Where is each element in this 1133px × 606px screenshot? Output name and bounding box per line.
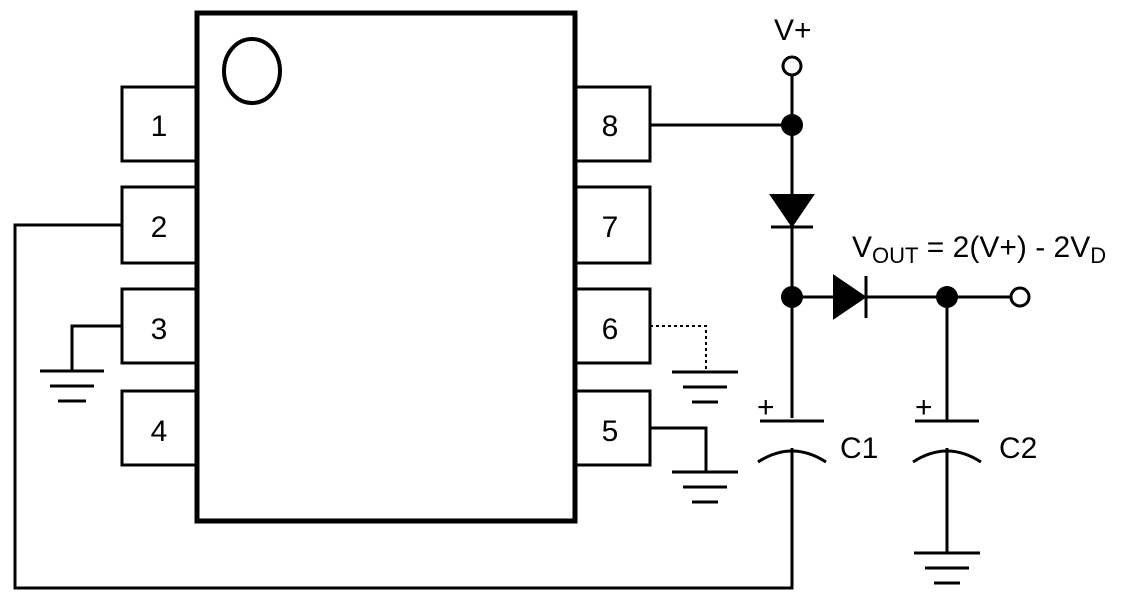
ic-package-body (194, 10, 578, 524)
diode-d2 (833, 274, 868, 320)
ground-symbol-pin3 (40, 369, 104, 403)
capacitor-c1 (757, 419, 827, 464)
pin-8: 8 (573, 85, 652, 163)
pin-5: 5 (573, 389, 652, 467)
c1-plus: + (757, 391, 775, 424)
supply-terminal (781, 55, 803, 77)
output-terminal (1009, 286, 1031, 308)
wire-pin3-ground (70, 324, 122, 370)
pin-7-label: 7 (602, 211, 619, 244)
pin-2-label: 2 (151, 211, 168, 244)
wire-pin2-to-c1 (13, 223, 794, 590)
wire-pin5-ground (650, 426, 708, 471)
pin1-indicator-notch (222, 37, 282, 105)
pin-5-label: 5 (602, 415, 619, 448)
ground-symbol-pin6 (672, 370, 738, 404)
pin-8-label: 8 (602, 110, 619, 143)
c2-label: C2 (999, 432, 1037, 465)
wire-pin6-optional-ground (650, 325, 707, 371)
supply-label: V+ (774, 14, 812, 47)
vout-main: V (852, 231, 872, 264)
vout-subscript: OUT (872, 243, 918, 268)
ground-symbol-pin5 (672, 470, 738, 504)
pin-3: 3 (120, 287, 199, 365)
pin-6-label: 6 (602, 313, 619, 346)
c2-plus: + (915, 391, 933, 424)
pin-2: 2 (120, 185, 199, 265)
c1-label: C1 (840, 432, 878, 465)
pin-1: 1 (120, 85, 199, 163)
vout-equation: VOUT = 2(V+) - 2VD (852, 231, 1106, 268)
pin-1-label: 1 (151, 110, 168, 143)
vout-expression: = 2(V+) - 2V (918, 231, 1090, 264)
vout-subscript-d: D (1090, 243, 1106, 268)
ground-symbol-c2 (914, 551, 980, 585)
pin-6: 6 (573, 287, 652, 365)
pin-4: 4 (120, 389, 199, 467)
junction-supply (781, 114, 803, 136)
pin-4-label: 4 (151, 415, 168, 448)
pin-3-label: 3 (151, 313, 168, 346)
diode-d1 (769, 194, 815, 229)
pin-7: 7 (573, 185, 652, 265)
